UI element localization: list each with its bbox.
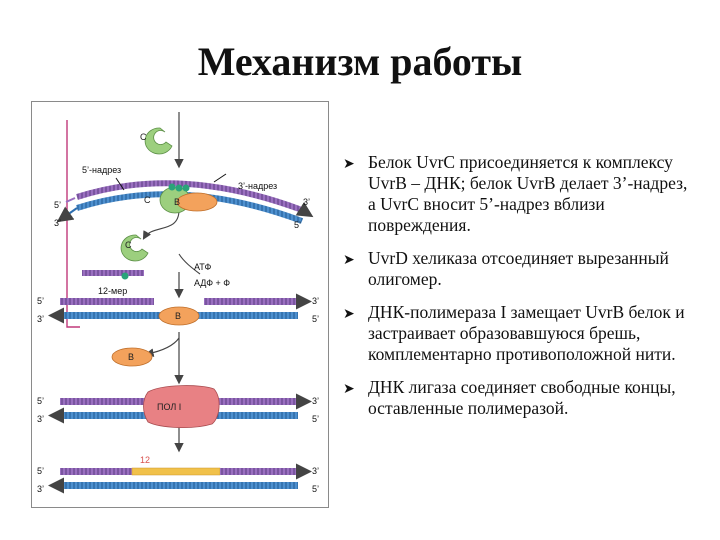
protein-c-released [120, 234, 149, 262]
polymerase-shape [143, 385, 220, 429]
uvr-mechanism-figure: C C B 5’-надрез 3’-надрез 5’ 3’ 3’ 5’ C … [31, 101, 329, 508]
stage1-end-5-left: 5’ [54, 200, 61, 210]
stage2-end-3-left: 3’ [37, 314, 44, 324]
stage4-end-5-right: 5’ [312, 484, 319, 494]
mechanism-diagram: C C B 5’-надрез 3’-надрез 5’ 3’ 3’ 5’ C … [37, 112, 319, 494]
bullet-text: UvrD хеликаза отсоединяет вырезанный оли… [368, 248, 669, 289]
protein-b-released-label: B [128, 352, 134, 362]
repair-patch [131, 467, 221, 476]
bullet-text: ДНК лигаза соединяет свободные концы, ос… [368, 377, 676, 418]
protein-c-free [144, 127, 173, 155]
stage2-end-5-left: 5’ [37, 296, 44, 306]
protein-b-bound-label: B [174, 197, 180, 207]
stage1-end-5-right: 5’ [294, 220, 301, 230]
protein-c-bound-label: C [144, 195, 151, 205]
protein-c-released-label: C [125, 240, 132, 250]
stage3-end-3-left: 3’ [37, 414, 44, 424]
stage1-end-3-right: 3’ [303, 197, 310, 207]
stage4-end-3-right: 3’ [312, 466, 319, 476]
oligomer-label: 12-мер [98, 286, 127, 296]
protein-b-stage2-label: B [175, 311, 181, 321]
stage3-end-5-left: 5’ [37, 396, 44, 406]
nick-3-label: 3’-надрез [238, 181, 277, 191]
slide-title: Механизм работы [197, 39, 523, 84]
bullet-item: ➤ ДНК-полимераза I замещает UvrB белок и … [340, 302, 690, 365]
nick-5-label: 5’-надрез [82, 165, 121, 175]
adp-label: АДФ + Ф [194, 278, 230, 288]
bullet-item: ➤ ДНК лигаза соединяет свободные концы, о… [340, 377, 690, 419]
bullet-text: ДНК-полимераза I замещает UvrB белок и з… [368, 302, 685, 364]
protein-b-bound [176, 192, 218, 212]
bullet-arrow-icon: ➤ [343, 253, 355, 268]
bullet-arrow-icon: ➤ [343, 307, 355, 322]
bullet-arrow-icon: ➤ [343, 157, 355, 172]
protein-c-label: C [140, 132, 147, 142]
bullet-list: ➤ Белок UvrC присоединяется к комплексу U… [340, 152, 690, 431]
stage4-end-5-left: 5’ [37, 466, 44, 476]
bullet-item: ➤ Белок UvrC присоединяется к комплексу U… [340, 152, 690, 236]
stage4-end-3-left: 3’ [37, 484, 44, 494]
protein-b-stage2 [158, 306, 200, 326]
stage3-end-5-right: 5’ [312, 414, 319, 424]
bullet-item: ➤ UvrD хеликаза отсоединяет вырезанный ол… [340, 248, 690, 290]
stage2-end-5-right: 5’ [312, 314, 319, 324]
polymerase-label: ПОЛ I [157, 402, 181, 412]
stage3-end-3-right: 3’ [312, 396, 319, 406]
gap-length-label: 12 [140, 455, 150, 465]
stage1-end-3-left: 3’ [54, 218, 61, 228]
protein-b-released [111, 347, 153, 367]
bullet-arrow-icon: ➤ [343, 382, 355, 397]
atp-label: АТФ [194, 262, 211, 272]
bracket-line [66, 120, 80, 328]
stage2-end-3-right: 3’ [312, 296, 319, 306]
bullet-text: Белок UvrC присоединяется к комплексу Uv… [368, 152, 688, 235]
